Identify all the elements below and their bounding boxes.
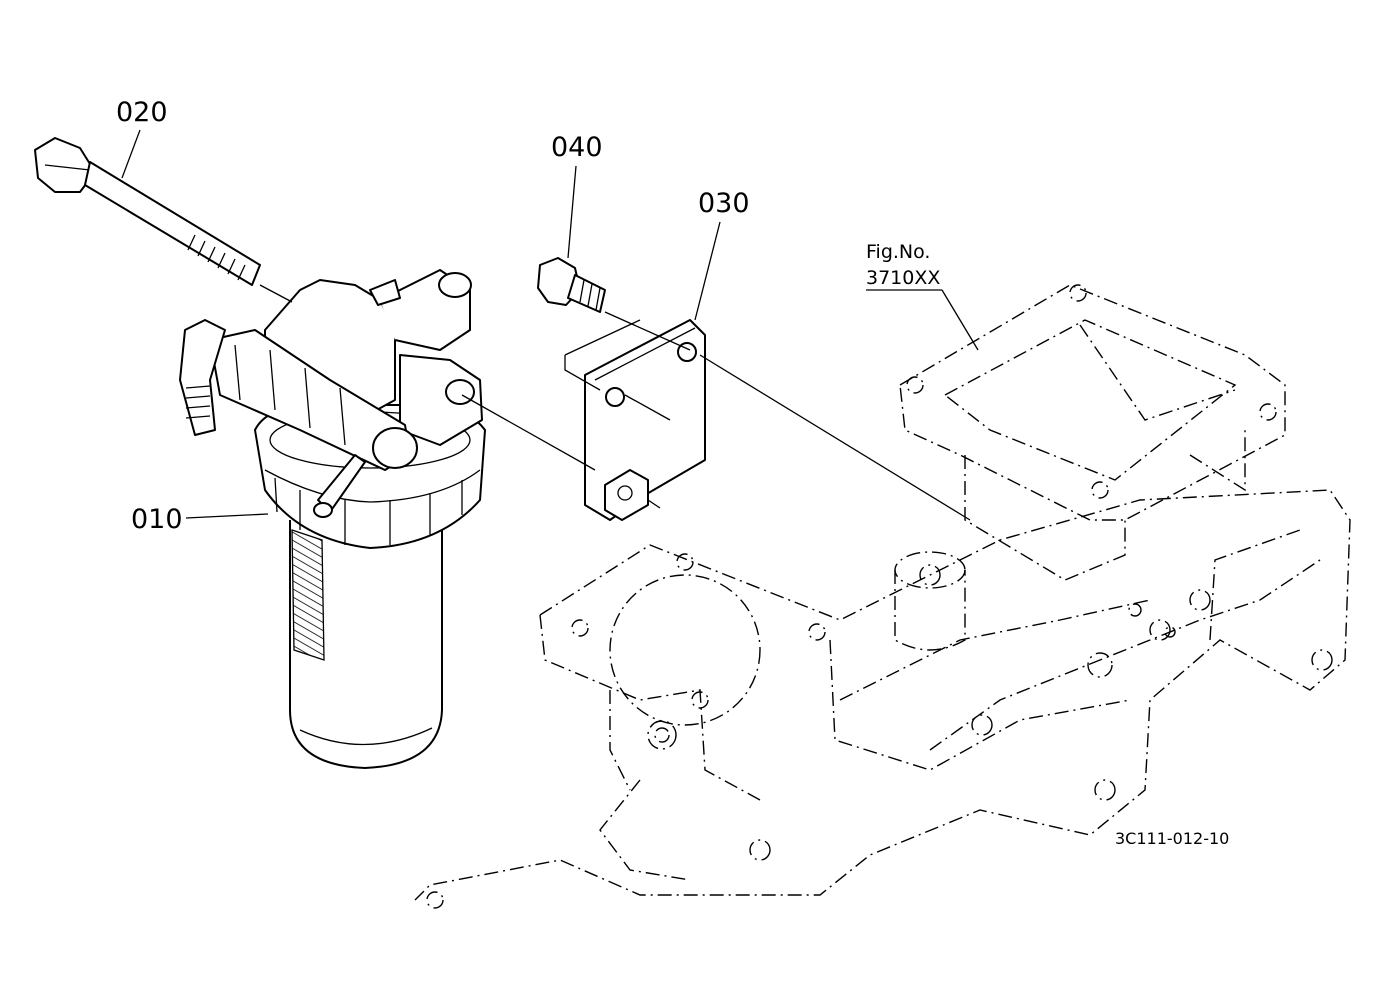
- figure-reference-line2: 3710XX: [866, 267, 940, 289]
- part-label-030: 030: [698, 188, 750, 219]
- leader-lines: [121, 129, 979, 519]
- part-label-020: 020: [116, 97, 168, 128]
- intake-manifold-illustration: [414, 284, 1351, 909]
- short-bolt-illustration: [537, 257, 606, 313]
- bracket-plate-illustration: [564, 319, 706, 521]
- part-label-010: 010: [131, 504, 183, 535]
- drawing-code: 3C111-012-10: [1115, 829, 1229, 848]
- fuel-filter-illustration: [179, 269, 486, 769]
- figure-reference-line1: Fig.No.: [866, 241, 930, 263]
- long-bolt-illustration: [34, 137, 293, 303]
- assembly-lines: [461, 311, 971, 521]
- part-label-040: 040: [551, 132, 603, 163]
